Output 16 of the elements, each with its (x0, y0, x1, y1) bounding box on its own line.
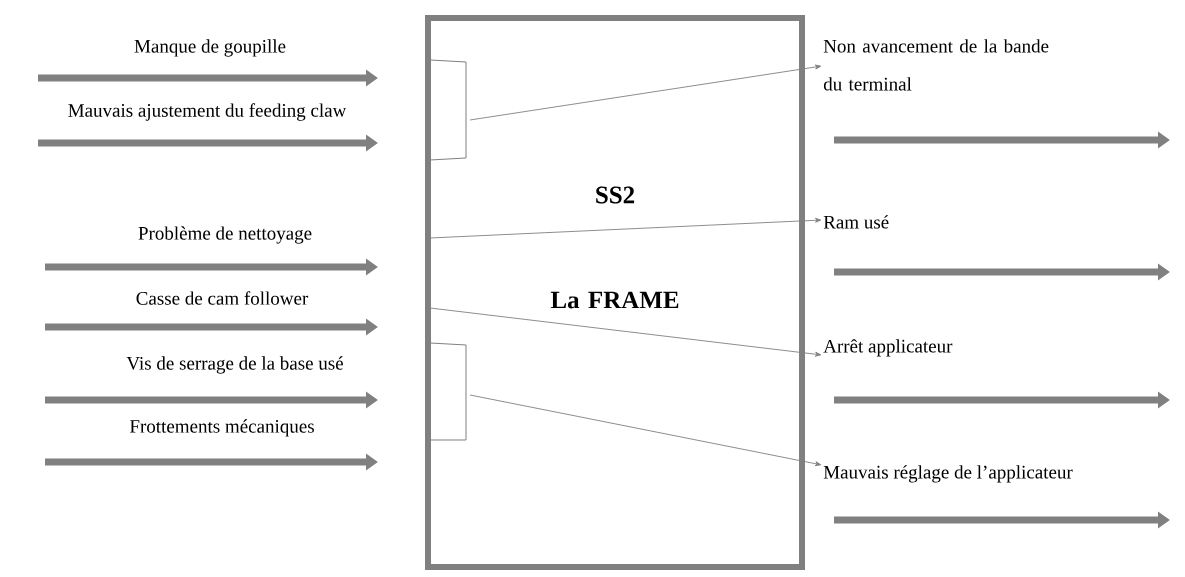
arrow-label: Vis de serrage de la base usé (126, 356, 343, 374)
arrow-label: Manque de goupille (134, 39, 286, 57)
effect-text: Non avancement de la bande du terminal (823, 39, 1049, 91)
effect-text: Ram usé (823, 215, 889, 229)
arrow (429, 307, 822, 357)
arrow (469, 64, 822, 121)
arrow-label: Problème de nettoyage (138, 226, 312, 244)
arrow (469, 394, 822, 467)
arrow-label: Casse de cam follower (136, 291, 309, 305)
arrow-label: Frottements mécaniques (129, 419, 314, 437)
effect-text: Mauvais réglage de l’applicateur (823, 465, 1073, 483)
arrow (429, 217, 822, 239)
box-title: La FRAME (550, 291, 679, 309)
arrow-label: Mauvais ajustement du feeding claw (68, 103, 347, 121)
box-title: SS2 (596, 186, 635, 204)
effect-text: Arrêt applicateur (823, 339, 953, 357)
